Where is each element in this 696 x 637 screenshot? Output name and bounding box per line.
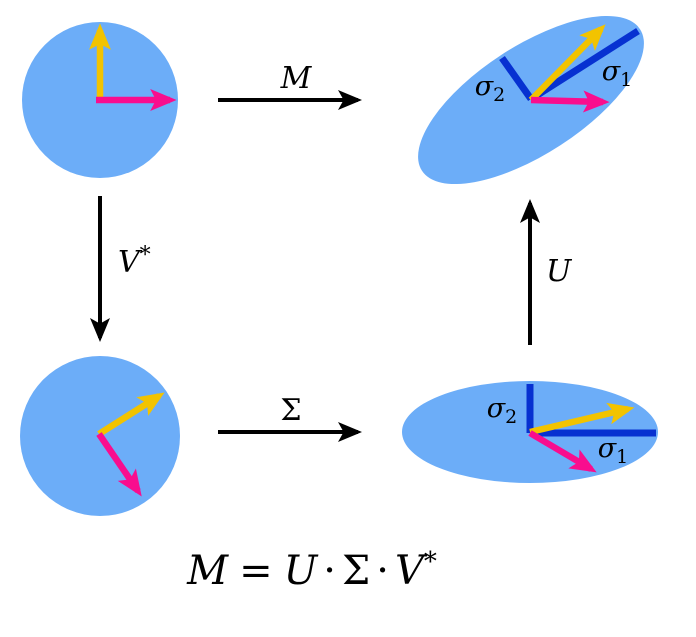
map-u-label: U <box>546 254 573 289</box>
sigma2-axis-rotated <box>499 55 534 102</box>
svd-formula: M=U·Σ·V* <box>186 547 437 594</box>
rotated-circle-panel <box>20 356 180 516</box>
rotated-vector-1-arrow <box>97 392 165 437</box>
sigma2-subscript: 2 <box>505 406 517 428</box>
formula-sigma: Σ <box>342 548 370 594</box>
map-m-label: M <box>280 61 313 96</box>
sigma-glyph: σ <box>487 393 507 424</box>
sigma1-subscript: 1 <box>616 446 628 468</box>
vstar-superscript: * <box>140 243 151 268</box>
v-glyph: V <box>118 245 143 280</box>
formula-star: * <box>424 547 437 577</box>
scaled-ellipse-panel: σ2 σ1 <box>402 381 658 483</box>
sigma2-label-bottom: σ2 <box>487 393 518 428</box>
sigma-glyph: σ <box>602 56 622 87</box>
scaled-vector-2-arrow <box>528 430 597 473</box>
m-image-ellipse-panel: σ1 σ2 <box>418 15 644 185</box>
formula-v: V <box>395 548 428 594</box>
map-m-group: M <box>218 61 362 110</box>
sigma-glyph: σ <box>475 71 495 102</box>
sigma-glyph: σ <box>598 433 618 464</box>
map-sigma-label: Σ <box>280 393 301 428</box>
rotated-vector-2-arrow <box>96 432 142 497</box>
map-vstar-label: V* <box>118 243 151 280</box>
formula-cdot-1: · <box>323 548 336 594</box>
formula-m: M <box>186 548 229 594</box>
map-sigma-group: Σ <box>218 393 362 442</box>
sigma1-label-top: σ1 <box>602 56 633 91</box>
image-vector-2-arrow <box>530 90 610 113</box>
scaled-vector-1-arrow <box>529 402 635 436</box>
sigma2-label-top: σ2 <box>475 71 506 106</box>
formula-cdot-2: · <box>376 548 389 594</box>
sigma1-axis-rotated <box>529 28 640 102</box>
sigma1-subscript: 1 <box>620 69 632 91</box>
image-vector-1-arrow <box>528 24 606 103</box>
formula-equals: = <box>239 548 273 594</box>
map-u-group: U <box>520 199 573 345</box>
formula-u: U <box>284 548 319 594</box>
sigma1-label-bottom: σ1 <box>598 433 629 468</box>
map-vstar-group: V* <box>90 196 151 342</box>
sigma2-subscript: 2 <box>493 84 505 106</box>
m-image-ellipse <box>418 15 644 185</box>
unit-circle-panel <box>22 22 178 178</box>
